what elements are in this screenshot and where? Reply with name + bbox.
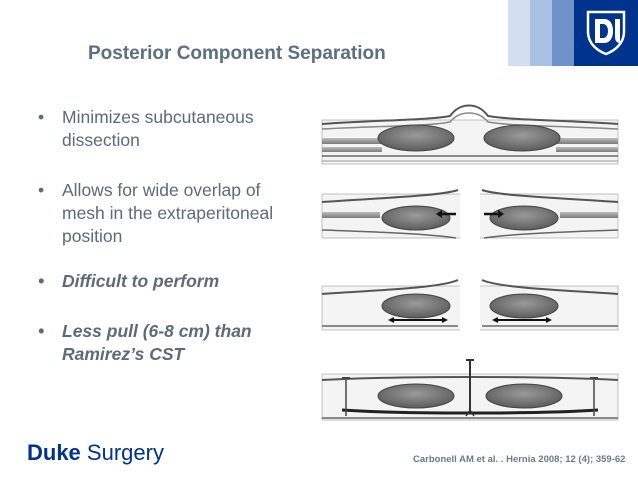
bullet-item: • Minimizes subcutaneous dissection: [30, 106, 300, 152]
logo-surgery: Surgery: [80, 440, 164, 465]
duke-shield-icon: [586, 10, 626, 56]
panel-1-abdominal-wall: [321, 104, 619, 165]
bullet-dot: •: [38, 271, 45, 291]
logo-duke: Duke: [27, 440, 81, 465]
bullet-item-emphasis: • Less pull (6-8 cm) than Ramirez’s CST: [30, 320, 300, 366]
slide-title: Posterior Component Separation: [88, 43, 386, 64]
bullet-text: Minimizes subcutaneous dissection: [62, 107, 254, 150]
bullet-dot: •: [38, 180, 45, 200]
bullet-text: Difficult to perform: [62, 271, 220, 291]
panel-2-retromuscular-dissection: [321, 188, 619, 242]
duke-surgery-logo: Duke Surgery: [27, 440, 164, 466]
bullet-dot: •: [38, 107, 45, 127]
medium-light-blue-block: [530, 0, 552, 66]
light-blue-block: [508, 0, 530, 66]
surgical-illustration: [321, 104, 619, 421]
panel-3-mesh-space: [321, 278, 619, 336]
citation: Carbonell AM et al. . Hernia 2008; 12 (4…: [413, 454, 626, 465]
panel-4-completed-repair: [321, 359, 619, 421]
bullet-text: Less pull (6-8 cm) than Ramirez’s CST: [62, 321, 252, 364]
corner-color-blocks: [508, 0, 638, 66]
medium-blue-block: [552, 0, 574, 66]
bullet-dot: •: [38, 321, 45, 341]
bullet-item-emphasis: • Difficult to perform: [30, 270, 300, 293]
bullet-list: • Minimizes subcutaneous dissection • Al…: [30, 106, 300, 393]
bullet-text: Allows for wide overlap of mesh in the e…: [62, 180, 274, 246]
bullet-item: • Allows for wide overlap of mesh in the…: [30, 179, 300, 248]
